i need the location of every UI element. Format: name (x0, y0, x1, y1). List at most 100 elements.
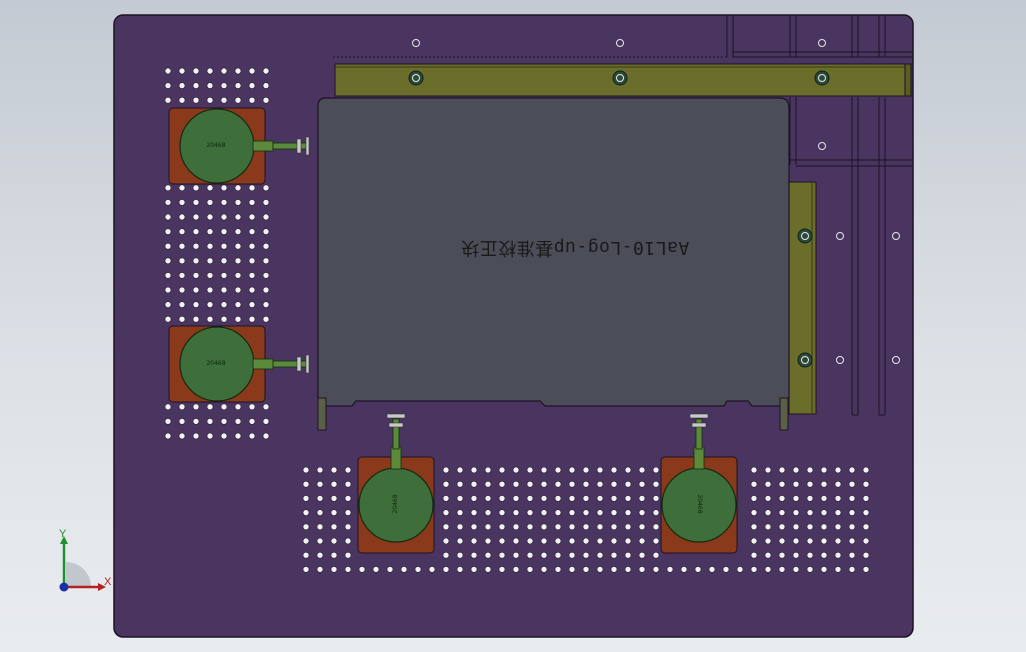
plate-hole (820, 523, 828, 531)
plate-hole (820, 495, 828, 502)
mount-hole (818, 142, 826, 150)
rail-bolt-hole (801, 356, 809, 364)
plate-hole (624, 537, 632, 545)
sensor-tip (689, 413, 709, 419)
plate-hole (596, 523, 604, 531)
plate-hole (806, 466, 814, 474)
plate-hole (192, 228, 200, 235)
plate-hole (806, 566, 814, 573)
plate-hole (248, 228, 256, 235)
plate-hole (192, 272, 200, 279)
mount-hole (892, 356, 900, 364)
plate-hole (638, 551, 646, 559)
plate-hole (750, 566, 758, 573)
plate-hole (750, 480, 758, 488)
plate-hole (302, 523, 310, 531)
plate-hole (220, 82, 228, 89)
plate-hole (652, 551, 660, 559)
plate-hole (848, 566, 856, 573)
plate-hole (248, 82, 256, 89)
plate-hole (178, 432, 186, 440)
plate-hole (820, 551, 828, 559)
plate-hole (316, 480, 324, 488)
plate-hole (750, 551, 758, 559)
sensor-neck (252, 140, 274, 152)
plate-hole (624, 466, 632, 474)
plate-hole (526, 466, 534, 474)
plate-hole (234, 242, 242, 250)
plate-hole (344, 551, 352, 559)
sensor-tip (691, 422, 707, 428)
plate-hole (344, 566, 352, 573)
plate-hole (220, 242, 228, 250)
plate-hole (262, 96, 270, 104)
plate-hole (596, 509, 604, 516)
plate-hole (498, 537, 506, 545)
plate-hole (834, 523, 842, 531)
plate-hole (512, 466, 520, 474)
plate-hole (498, 480, 506, 488)
plate-hole (330, 523, 338, 531)
plate-hole (234, 228, 242, 235)
plate-hole (164, 272, 172, 279)
x-axis-label: X (104, 576, 112, 588)
plate-hole (848, 480, 856, 488)
plate-hole (820, 537, 828, 545)
plate-hole (582, 566, 590, 573)
plate-hole (248, 242, 256, 250)
plate-hole (498, 466, 506, 474)
plate-hole (848, 537, 856, 545)
plate-hole (192, 184, 200, 192)
plate-hole (862, 551, 870, 559)
plate-hole (750, 523, 758, 531)
plate-hole (862, 537, 870, 545)
mount-hole (616, 39, 624, 47)
plate-hole (178, 199, 186, 206)
plate-hole (456, 466, 464, 474)
plate-hole (554, 566, 562, 573)
plate-hole (498, 509, 506, 516)
plate-hole (722, 566, 730, 573)
plate-hole (262, 418, 270, 425)
plate-hole (848, 509, 856, 516)
plate-hole (220, 432, 228, 440)
plate-hole (442, 523, 450, 531)
mount-hole (836, 232, 844, 240)
plate-hole (652, 509, 660, 516)
plate-hole (582, 495, 590, 502)
plate-hole (178, 67, 186, 75)
rail-bolt-hole (412, 74, 420, 82)
engraved-part-text: AaL10-Log-up基准校正块 (460, 237, 690, 258)
plate-hole (862, 509, 870, 516)
plate-hole (554, 523, 562, 531)
plate-hole (540, 523, 548, 531)
sensor-neck (390, 446, 402, 470)
plate-hole (484, 523, 492, 531)
plate-hole (220, 301, 228, 308)
plate-hole (178, 228, 186, 235)
plate-hole (262, 213, 270, 221)
plate-hole (470, 495, 478, 502)
plate-hole (206, 96, 214, 104)
mount-hole (412, 39, 420, 47)
mount-hole (818, 39, 826, 47)
plate-hole (806, 495, 814, 502)
plate-hole (596, 480, 604, 488)
plate-hole (262, 286, 270, 294)
plate-hole (192, 242, 200, 250)
sensor-tip (296, 356, 302, 372)
plate-hole (178, 96, 186, 104)
plate-hole (470, 466, 478, 474)
plate-hole (192, 199, 200, 206)
plate-hole (316, 537, 324, 545)
plate-hole (638, 523, 646, 531)
plate-hole (498, 551, 506, 559)
slot-structure (333, 15, 913, 416)
plate-hole (316, 551, 324, 559)
plate-hole (806, 480, 814, 488)
plate-hole (750, 466, 758, 474)
triad-arc-icon (66, 562, 91, 587)
plate-hole (750, 495, 758, 502)
